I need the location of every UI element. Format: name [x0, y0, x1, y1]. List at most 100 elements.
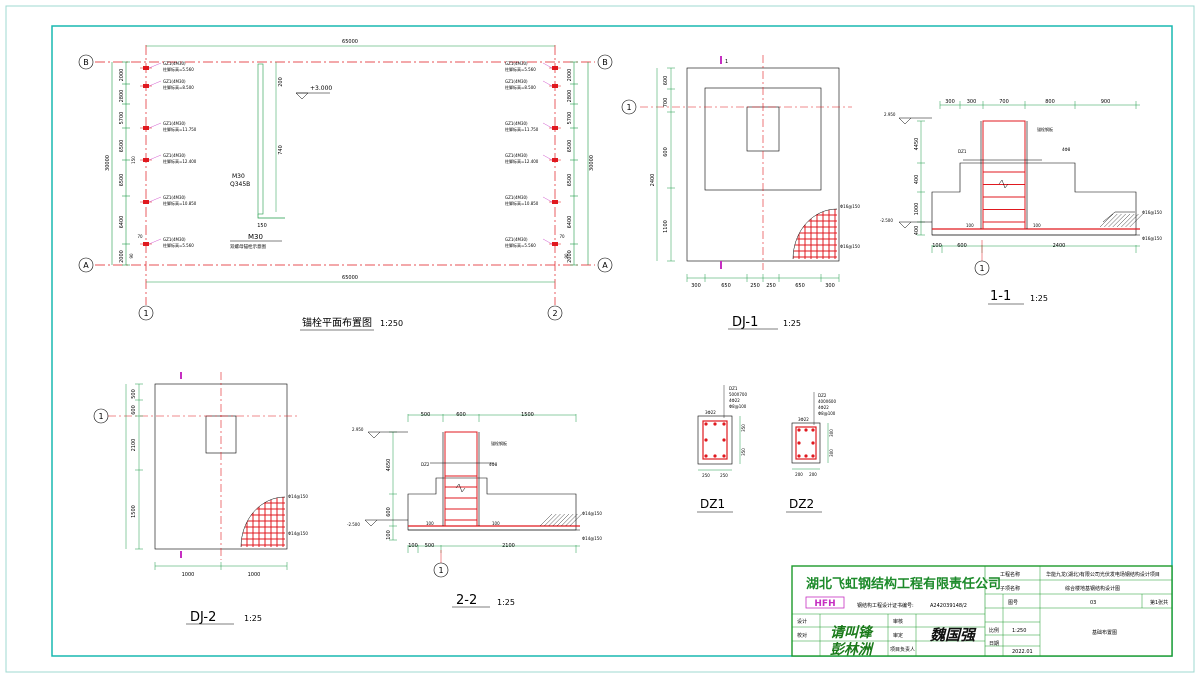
- dz1-spec-0: DZ1: [729, 386, 738, 391]
- sec22-hatch-line: [548, 513, 561, 527]
- sec11-elev-top: 2.950: [884, 112, 896, 117]
- plan-small-dim: 70: [559, 234, 565, 239]
- axis-2-bubble: [547, 305, 563, 321]
- gz-sub-right: 柱脚标高=5.560: [505, 66, 536, 72]
- bolt-len-3: 150: [257, 223, 267, 229]
- dj1-axis-label: 1: [626, 103, 631, 112]
- tb-row-label-4: 项目负责人: [890, 646, 915, 653]
- left-dim-label: 6500: [119, 174, 125, 187]
- sec11-break: [998, 179, 1009, 189]
- sec22-elev-top-marker: [367, 431, 381, 439]
- right-dim-label: 2000: [567, 69, 573, 82]
- dim-top-label: 65000: [342, 39, 358, 45]
- sec11-label-cover-2: 100: [1033, 223, 1041, 228]
- sec11-bottom-dim-label: 2400: [1053, 243, 1066, 249]
- dz2-bar: [804, 454, 808, 458]
- sec11-elev-bot: -2.500: [880, 218, 893, 223]
- sec22-bottom-dim-label: 500: [425, 543, 435, 549]
- tb-drawing-no: 03: [1090, 600, 1096, 606]
- bolt-len-1: 200: [278, 77, 284, 87]
- dz2-stirrup: [795, 426, 817, 460]
- dj1-left-dim: 1100: [663, 220, 669, 233]
- dz2-dim-1: 200: [809, 472, 817, 477]
- dj1-title: DJ-1: [732, 315, 758, 330]
- dz1-spec-2: 4Φ22: [729, 398, 740, 403]
- bolt-detail: 200 740 150 M30 Q345B +3.000 M30 双螺母锚栓示意…: [230, 62, 332, 250]
- sec11-axis-label: 1: [979, 264, 984, 273]
- dj1-rebar-grid: [792, 208, 838, 260]
- dj1-left-dim: 700: [663, 98, 669, 108]
- dj1-column: [746, 106, 780, 152]
- left-dim-label: 2000: [119, 69, 125, 82]
- dz1-dim-0: 250: [702, 473, 710, 478]
- gz-label-right: GZ1(4M30): [505, 153, 528, 158]
- dim-right-total: 30000: [589, 155, 595, 171]
- dim-left-total: 30000: [105, 155, 111, 171]
- sec11-hatch-line: [1129, 213, 1143, 228]
- sec22-label-plate: 锚栓钢板: [491, 440, 507, 446]
- tb-item-label: 子项名称: [1000, 585, 1020, 592]
- sec22-axis-bubble: [433, 562, 449, 578]
- dj2-sec-mark-bottom: [180, 551, 182, 558]
- column-dz1: DZ1 500X700 4Φ22 Φ8@100 3Φ22 250 250 350…: [697, 385, 747, 513]
- gz-leader-left: [148, 196, 162, 203]
- dj1-left-total: 2400: [650, 174, 656, 187]
- sec22-ties: [445, 475, 477, 521]
- axis-a-label-left: A: [83, 261, 89, 270]
- column-dz2: DZ2 400X600 4Φ22 Φ8@100 3Φ22 200 200 300…: [786, 392, 836, 513]
- tb-drawing-title: 基础布置图: [1092, 629, 1117, 636]
- dj2-sec-mark-top: [180, 372, 182, 379]
- sec11-label-plate: 锚栓钢板: [1037, 126, 1053, 132]
- dz1-bars: [704, 422, 726, 458]
- dj1-sec-mark-bottom: [720, 261, 722, 269]
- gz-sub-left: 柱脚标高=10.850: [163, 200, 197, 206]
- gz-sub-right: 柱脚标高=8.500: [505, 84, 536, 90]
- sec11-hatch-line: [1102, 211, 1135, 223]
- sec11-bottom-dim-label: 600: [957, 243, 967, 249]
- axis-b-bubble-right: [597, 54, 613, 70]
- sec22-label-rebar-2: Φ14@150: [582, 536, 602, 541]
- sec11-hatch-line: [1112, 213, 1126, 228]
- tb-row-label-2: 审核: [893, 618, 903, 625]
- sec22-break: [455, 483, 466, 493]
- tb-row-label-3: 审定: [893, 632, 903, 639]
- tb-cert-no: A242039148/2: [930, 603, 967, 609]
- dj2-left-dim: 2100: [131, 439, 137, 452]
- dz2-bar: [797, 454, 801, 458]
- dz1-bar: [722, 454, 726, 458]
- sec11-elev-top-marker: [898, 117, 912, 125]
- dj1-scale: 1:25: [783, 319, 801, 328]
- sec22-hatch-line: [569, 513, 582, 527]
- sec11-top-dim-label: 300: [945, 99, 955, 105]
- gz-leader-right: [542, 154, 553, 161]
- dz1-spec-1: 500X700: [729, 392, 747, 397]
- dim-bottom-label: 65000: [342, 275, 358, 281]
- sec22-left-dim-label: 100: [386, 530, 392, 540]
- dj1-bottom-dim: 650: [721, 283, 731, 289]
- tb-project-label: 工程名称: [1000, 571, 1020, 578]
- sec11-title: 1-1: [990, 289, 1011, 304]
- axis-b-label-left: B: [83, 58, 89, 67]
- gz-sub-left: 柱脚标高=12.400: [163, 158, 197, 164]
- gz-label-right: GZ1(4M30): [505, 195, 528, 200]
- dz1-bar: [722, 438, 726, 442]
- plan-title: 锚栓平面布置图: [302, 316, 372, 329]
- dz2-outline: [791, 422, 821, 464]
- dz2-spec-1: 400X600: [818, 399, 836, 404]
- sec11-hatch-line: [1125, 213, 1139, 228]
- axis-a-label-right: A: [602, 261, 608, 270]
- dz1-tag: 3Φ22: [705, 410, 716, 415]
- gz-leader-right: [542, 122, 553, 129]
- elev-tag: +3.000: [310, 85, 332, 92]
- sec11-hatch: [1099, 213, 1143, 228]
- dz1-stirrup: [702, 420, 728, 460]
- axis-b-bubble-left: [78, 54, 94, 70]
- dj2-rebar-grid: [240, 496, 286, 548]
- gz-label-right: GZ1(4M30): [505, 61, 528, 66]
